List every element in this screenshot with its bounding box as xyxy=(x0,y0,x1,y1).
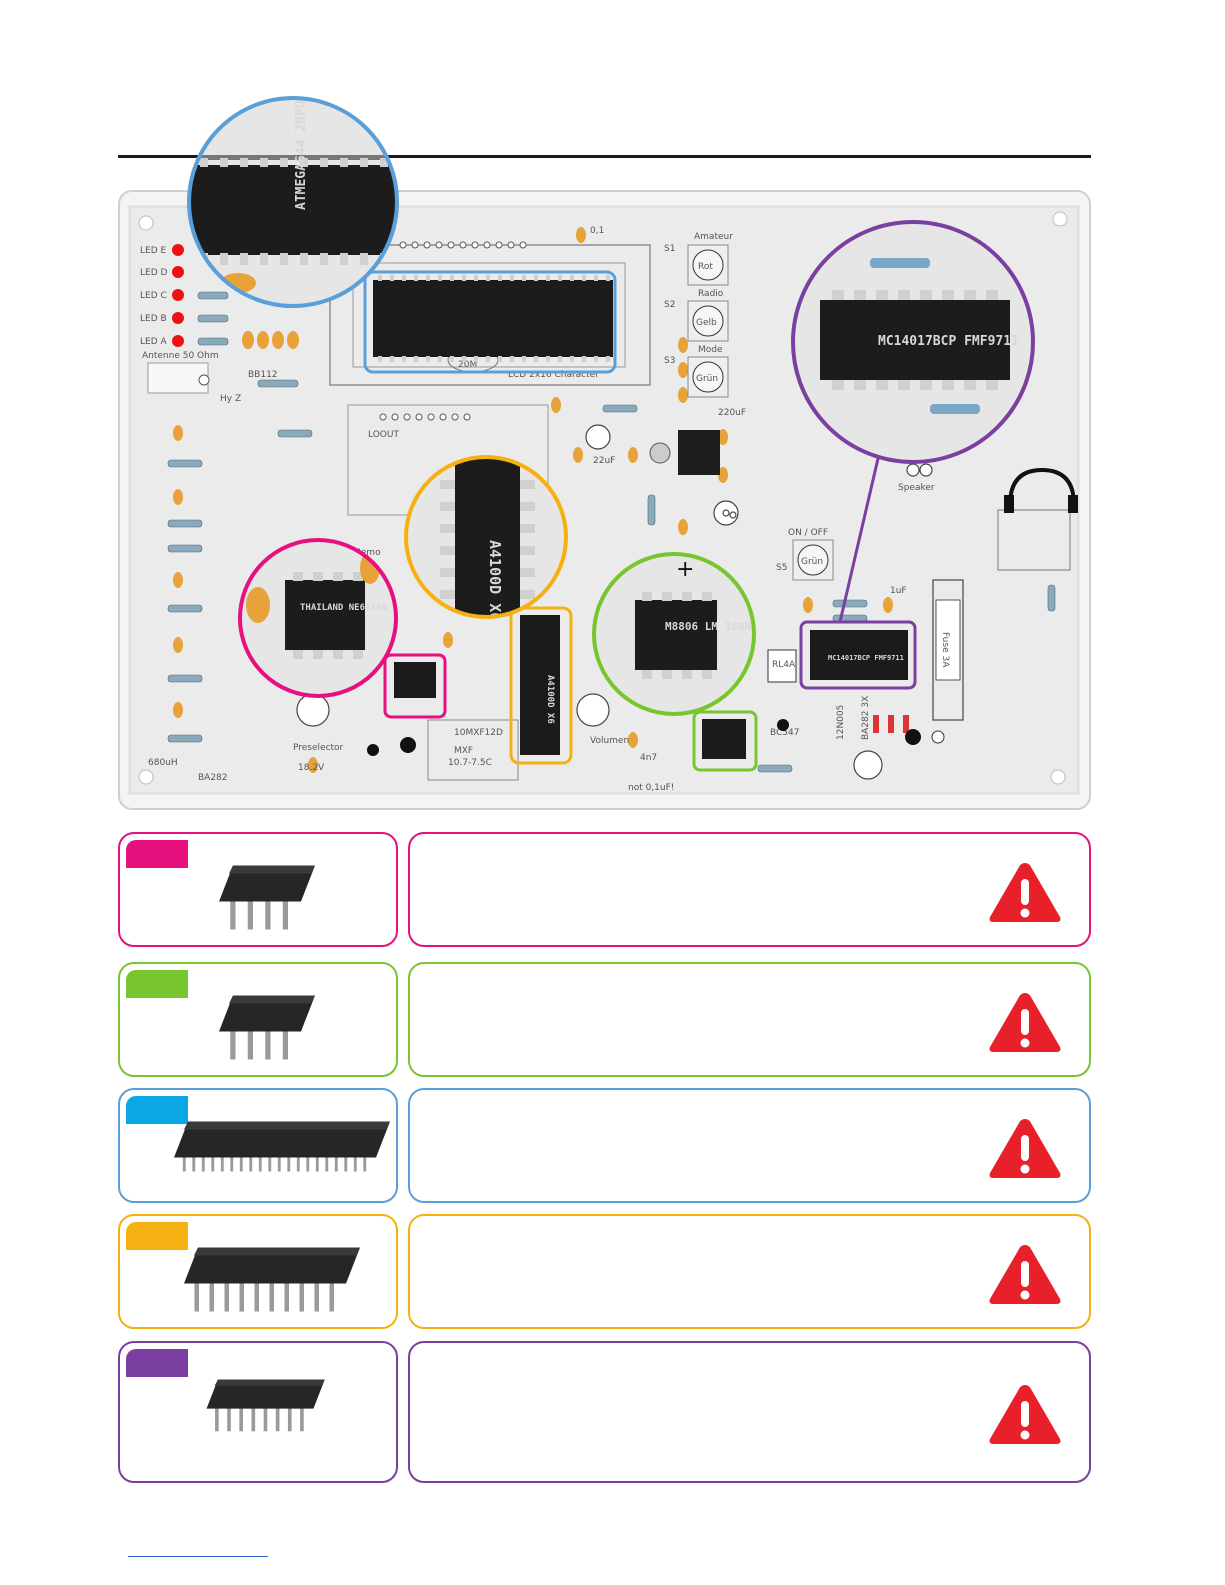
cap-220uf-label: 220uF xyxy=(718,408,746,418)
lm380-on-board[interactable] xyxy=(702,719,746,759)
led-column xyxy=(172,244,184,347)
led-a-label: LED A xyxy=(140,337,167,347)
chip-description-box xyxy=(408,1341,1091,1483)
color-tag xyxy=(126,840,188,868)
header-rule xyxy=(118,155,1091,158)
warning-icon xyxy=(989,1118,1061,1178)
chip-photo xyxy=(174,1121,390,1172)
warning-icon xyxy=(989,1385,1061,1444)
chip-description-box xyxy=(408,832,1091,947)
legend-row xyxy=(118,962,1091,1077)
switch-s3-id: S3 xyxy=(664,356,675,366)
cap-4n7-label: 4n7 xyxy=(640,753,657,763)
volumen-label: Volumen xyxy=(590,736,629,746)
not-cap-warning: not 0,1uF! xyxy=(628,783,674,793)
legend-row xyxy=(118,1088,1091,1203)
atmega-on-board[interactable] xyxy=(373,275,613,362)
mc14017-highlight xyxy=(799,620,917,690)
switch-s5-id: S5 xyxy=(776,563,787,573)
lo-out-label: LOOUT xyxy=(368,430,399,440)
lcd-label: LCD 2x16 Character xyxy=(508,370,599,380)
footer-rule xyxy=(128,1556,268,1557)
crystal-20m-label: 20M xyxy=(458,360,477,370)
led-c-label: LED C xyxy=(140,291,167,301)
color-tag xyxy=(126,1349,188,1377)
chip-thumbnail xyxy=(118,1088,398,1203)
switch-s1-title: Amateur xyxy=(694,232,733,242)
led-d-label: LED D xyxy=(140,268,167,278)
switch-s1[interactable]: Amateur Rot S1 xyxy=(664,232,733,286)
ba282-label: BA282 xyxy=(198,773,228,783)
chip-thumbnail xyxy=(118,1214,398,1329)
cap-01-label: 0,1 xyxy=(590,226,604,236)
antenna-label: Antenne 50 Ohm xyxy=(142,351,219,361)
warning-icon xyxy=(989,992,1061,1052)
switch-s5[interactable]: ON / OFF Grün S5 xyxy=(776,528,834,581)
cap-1uf-label: 1uF xyxy=(890,586,907,596)
chip-photo xyxy=(206,1379,325,1432)
chip-photo xyxy=(184,1247,360,1312)
chip-thumbnail xyxy=(118,832,398,947)
chip-thumbnail xyxy=(118,962,398,1077)
mxf-freq-label: 10.7-7.5C xyxy=(448,758,492,768)
switch-s2[interactable]: Radio Gelb S2 xyxy=(664,289,729,342)
atmega-zoom-mark: ATMEGA644 20PU 1102 xyxy=(294,61,309,210)
cap-22uf-label: 22uF xyxy=(593,456,615,466)
chip-photo xyxy=(219,865,315,930)
mc14017-small-mark: MC14017BCP FMF9711 xyxy=(828,654,904,662)
switch-s1-label: Rot xyxy=(698,262,713,272)
preselector-label: Preselector xyxy=(293,743,344,753)
warning-icon xyxy=(989,1244,1061,1304)
inductor-label: 680uH xyxy=(148,758,178,768)
chip-description-box xyxy=(408,962,1091,1077)
mxf-filter-label: 10MXF12D xyxy=(454,728,503,738)
mxf-label: MXF xyxy=(454,746,473,756)
switch-s3[interactable]: Mode Grün S3 xyxy=(664,345,729,398)
mc14017-on-board[interactable]: MC14017BCP FMF9711 xyxy=(810,630,908,680)
fuse-label: Fuse 3A xyxy=(940,632,950,668)
switch-s1-id: S1 xyxy=(664,244,675,254)
color-tag xyxy=(126,1222,188,1250)
ba282-3x-label: BA282 3X xyxy=(861,696,871,740)
switch-s2-title: Radio xyxy=(698,289,724,299)
switch-s3-title: Mode xyxy=(698,345,723,355)
chip-photo xyxy=(219,995,315,1060)
switch-s5-label: Grün xyxy=(801,557,823,567)
hiz-label: Hy Z xyxy=(220,394,241,404)
chip-description-box xyxy=(408,1088,1091,1203)
relay-label: RL4A xyxy=(772,660,796,670)
color-tag xyxy=(126,1096,188,1124)
led-b-label: LED B xyxy=(140,314,167,324)
zener-label: 18.2V xyxy=(298,763,325,773)
memo-label: Memo xyxy=(353,548,381,558)
sfj-label: SFJ xyxy=(350,573,364,583)
headphone-icon xyxy=(1004,467,1078,513)
bb112-label: BB112 xyxy=(248,370,278,380)
legend-row xyxy=(118,1341,1091,1483)
bc547-label: BC547 xyxy=(770,728,799,738)
legend-row xyxy=(118,1214,1091,1329)
a4100-on-board[interactable]: A4100D X6 xyxy=(520,615,560,755)
chip-thumbnail xyxy=(118,1341,398,1483)
led-e-label: LED E xyxy=(140,246,166,256)
a4100-small-mark: A4100D X6 xyxy=(545,675,555,724)
diode-label: 12N005 xyxy=(836,705,846,740)
speaker-label: Speaker xyxy=(898,483,935,493)
legend-row xyxy=(118,832,1091,947)
warning-icon xyxy=(989,862,1061,922)
pcb-photo: LED E LED D LED C LED B LED A Antenne 50… xyxy=(128,205,1080,795)
ne612-on-board[interactable] xyxy=(394,662,436,698)
switch-s2-label: Gelb xyxy=(696,318,717,328)
switch-s5-title: ON / OFF xyxy=(788,528,828,538)
switch-s2-id: S2 xyxy=(664,300,675,310)
atmega-highlight xyxy=(363,270,617,374)
pcb-drawing: LED E LED D LED C LED B LED A Antenne 50… xyxy=(129,206,1079,794)
switch-s3-label: Grün xyxy=(696,374,718,384)
chip-description-box xyxy=(408,1214,1091,1329)
color-tag xyxy=(126,970,188,998)
